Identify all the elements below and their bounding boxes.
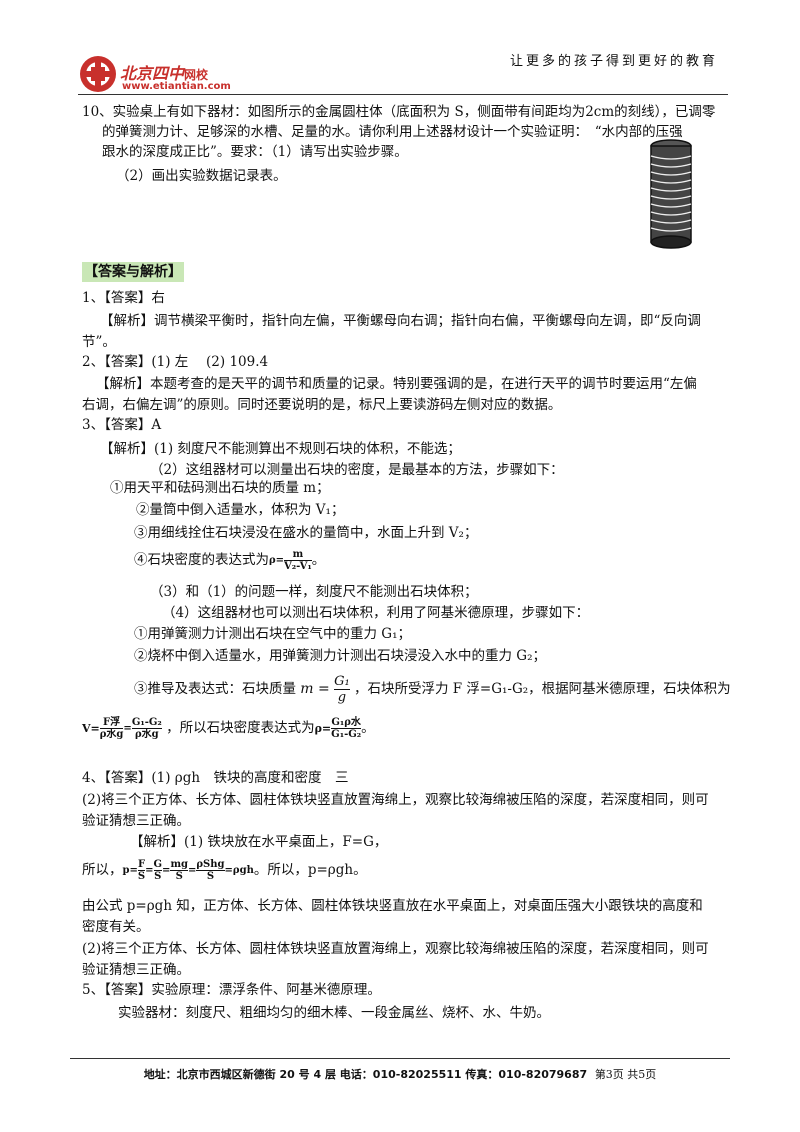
a4-line1: (2)将三个正方体、长方体、圆柱体铁块竖直放置海绵上，观察比较海绵被压陷的深度，…	[82, 792, 709, 808]
a1-answer: 1、【答案】右	[82, 290, 165, 306]
a3-line4: ②量筒中倒入适量水，体积为 V₁；	[136, 502, 345, 518]
q10-line3: 跟水的深度成正比”。要求：（1）请写出实验步骤。	[102, 144, 408, 160]
a4-line8: 验证猜想三正确。	[82, 962, 190, 978]
a2-exp-line1: 【解析】本题考查的是天平的调节和质量的记录。特别要强调的是，在进行天平的调节时要…	[96, 376, 697, 392]
a4-line3: 【解析】(1) 铁块放在水平桌面上，F=G，	[130, 834, 388, 850]
footer-page: 第3页 共5页	[594, 1068, 657, 1081]
a4-line7: (2)将三个正方体、长方体、圆柱体铁块竖直放置海绵上，观察比较海绵被压陷的深度，…	[82, 941, 709, 957]
a5-line1: 实验器材：刻度尺、粗细均匀的细木棒、一段金属丝、烧杯、水、牛奶。	[118, 1005, 550, 1021]
a5-answer: 5、【答案】实验原理：漂浮条件、阿基米德原理。	[82, 982, 381, 998]
a3-line3: ①用天平和砝码测出石块的质量 m；	[110, 480, 330, 496]
footer-address: 地址：北京市西城区新德街 20 号 4 层 电话：010-82025511 传真…	[143, 1068, 588, 1081]
q10-line2: 的弹簧测力计、足够深的水槽、足量的水。请你利用上述器材设计一个实验证明： “水内…	[102, 124, 683, 140]
a1-exp-line1: 【解析】调节横梁平衡时，指针向左偏，平衡螺母向右调；指针向右偏，平衡螺母向左调，…	[100, 313, 701, 329]
q10-line1: 10、实验桌上有如下器材：如图所示的金属圆柱体（底面积为 S，侧面带有间距均为2…	[82, 104, 716, 120]
logo-url: www.etiantian.com	[122, 81, 231, 92]
a1-exp-line2: 节”。	[82, 334, 116, 350]
logo-title: 北京四中网校	[120, 64, 209, 83]
a4-answer: 4、【答案】(1) ρgh 铁块的高度和密度 三	[82, 770, 349, 786]
metal-cylinder-figure	[650, 139, 692, 249]
section-title: 【答案与解析】	[82, 262, 184, 282]
a4-line2: 验证猜想三正确。	[82, 813, 190, 829]
a3-line5: ③用细线拴住石块浸没在盛水的量筒中，水面上升到 V₂；	[134, 525, 478, 541]
q10-line4: （2）画出实验数据记录表。	[116, 168, 287, 184]
a3-answer: 3、【答案】A	[82, 417, 162, 433]
slogan: 让更多的孩子得到更好的教育	[509, 54, 718, 69]
logo-emblem-icon	[80, 56, 116, 92]
footer-divider	[70, 1058, 730, 1059]
a4-line5: 由公式 p=ρgh 知，正方体、长方体、圆柱体铁块竖直放在水平桌面上，对桌面压强…	[82, 898, 703, 914]
a2-exp-line2: 右调，右偏左调”的原则。同时还要说明的是，标尺上要读游码左侧对应的数据。	[82, 397, 562, 413]
footer: 地址：北京市西城区新德街 20 号 4 层 电话：010-82025511 传真…	[0, 1066, 800, 1082]
a3-line7: （3）和（1）的问题一样，刻度尺不能测出石块体积；	[150, 584, 478, 600]
a2-answer: 2、【答案】(1) 左 (2) 109.4	[82, 354, 269, 370]
a3-line1: 【解析】(1) 刻度尺不能测算出不规则石块的体积，不能选；	[100, 441, 461, 457]
a3-line8: （4）这组器材也可以测出石块体积，利用了阿基米德原理，步骤如下：	[162, 605, 590, 621]
a3-line10: ②烧杯中倒入适量水，用弹簧测力计测出石块浸没入水中的重力 G₂；	[134, 648, 546, 664]
a3-line2: （2）这组器材可以测量出石块的密度，是最基本的方法，步骤如下：	[150, 462, 564, 478]
a4-line6: 密度有关。	[82, 919, 150, 935]
a3-line9: ①用弹簧测力计测出石块在空气中的重力 G₁；	[134, 626, 411, 642]
header-divider	[78, 94, 728, 95]
